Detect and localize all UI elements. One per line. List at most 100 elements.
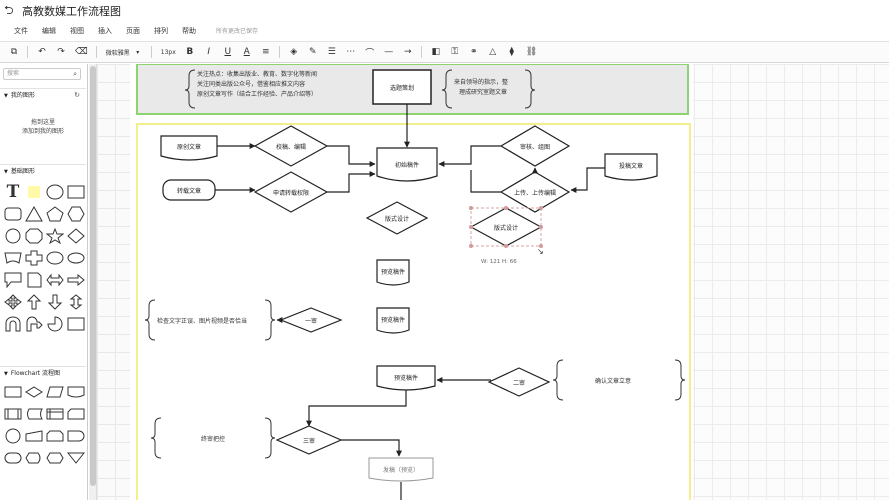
process-container[interactable] [136, 123, 691, 500]
redo-icon[interactable]: ↷ [57, 47, 65, 57]
section-basic-shapes[interactable]: ▼基础图形 [0, 164, 86, 177]
resize-handle-ml[interactable] [469, 225, 473, 229]
back-arrow-icon[interactable]: ⮌ [4, 2, 14, 17]
resize-handle-mr[interactable] [539, 225, 543, 229]
search-icon[interactable]: ⌕ [73, 70, 77, 78]
line-start-icon[interactable]: — [384, 47, 394, 57]
database-shape-icon[interactable] [3, 426, 23, 446]
preview-draft-1-node[interactable] [376, 259, 410, 286]
pie-shape-icon[interactable] [45, 314, 65, 334]
second-review-decision[interactable] [487, 367, 551, 397]
rectangle-shape-icon[interactable] [66, 182, 86, 202]
merge-shape-icon[interactable] [66, 448, 86, 468]
topic-planning-box[interactable] [372, 69, 432, 105]
resize-handle-bm[interactable] [504, 244, 508, 248]
data-shape-icon[interactable] [45, 382, 65, 402]
cross-arrow-shape-icon[interactable] [3, 292, 23, 312]
bent-arrow-shape-icon[interactable] [24, 314, 44, 334]
link-icon[interactable]: ⚭ [469, 47, 478, 57]
triangle-shape-icon[interactable] [24, 204, 44, 224]
document-shape-icon[interactable] [24, 270, 44, 290]
pentagon-shape-icon[interactable] [45, 204, 65, 224]
down-arrow-shape-icon[interactable] [45, 292, 65, 312]
hexagon-shape-icon[interactable] [66, 204, 86, 224]
initial-draft-node[interactable] [376, 147, 438, 182]
connector-curve-icon[interactable]: ⌒ [365, 48, 375, 59]
doc-shape-icon[interactable] [66, 382, 86, 402]
octagon-shape-icon[interactable] [24, 226, 44, 246]
ribbon-shape-icon[interactable] [3, 248, 23, 268]
scrollbar-thumb[interactable] [90, 66, 96, 486]
lock-icon[interactable]: ⚿ [451, 47, 459, 57]
display-shape-icon[interactable] [24, 448, 44, 468]
resize-handle-tl[interactable] [469, 206, 473, 210]
chevron-down-icon[interactable]: ▾ [136, 48, 140, 56]
preview-draft-2-node[interactable] [376, 307, 410, 334]
oval-shape-icon[interactable] [66, 248, 86, 268]
upload-decision[interactable] [499, 171, 571, 213]
u-turn-shape-icon[interactable] [3, 314, 23, 334]
italic-button[interactable]: I [207, 47, 211, 57]
loop-limit-shape-icon[interactable] [45, 426, 65, 446]
menu-page[interactable]: 页面 [126, 26, 140, 35]
publish-node[interactable] [368, 457, 434, 482]
preparation-shape-icon[interactable] [45, 448, 65, 468]
ellipse-shape-icon[interactable] [45, 182, 65, 202]
font-family-select[interactable]: 微软雅黑 [105, 49, 130, 57]
resize-handle-tm[interactable] [504, 206, 508, 210]
line-color-icon[interactable]: ✎ [308, 47, 317, 57]
submitted-article-node[interactable] [604, 153, 658, 181]
card-shape-icon[interactable] [66, 404, 86, 424]
preview-draft-3-node[interactable] [376, 365, 436, 391]
menu-file[interactable]: 文件 [14, 26, 28, 35]
font-color-button[interactable]: A [243, 47, 250, 57]
layout-design-decision[interactable] [365, 201, 429, 235]
circle-shape-icon[interactable] [3, 226, 23, 246]
internal-storage-shape-icon[interactable] [45, 404, 65, 424]
document-title[interactable]: 高教数媒工作流程图 [22, 5, 121, 18]
callout-shape-icon[interactable] [3, 270, 23, 290]
rounded-rect-shape-icon[interactable] [3, 204, 23, 224]
shape-search-input[interactable]: 搜索 ⌕ [3, 68, 81, 80]
third-review-decision[interactable] [275, 425, 343, 455]
proofread-decision[interactable] [253, 125, 329, 167]
bold-button[interactable]: B [186, 47, 194, 57]
resize-handle-bl[interactable] [469, 244, 473, 248]
original-article-node[interactable] [160, 135, 218, 161]
star-shape-icon[interactable] [45, 226, 65, 246]
predefined-shape-icon[interactable] [3, 404, 23, 424]
menu-help[interactable]: 帮助 [182, 26, 196, 35]
section-my-shapes[interactable]: ▼我的图形 ↻ [0, 88, 86, 101]
resize-handle-br[interactable] [539, 244, 543, 248]
cross-shape-icon[interactable] [24, 248, 44, 268]
sidebar-scrollbar[interactable] [89, 64, 97, 500]
flowchart-diagram[interactable]: 关注热点：收集出版业、教育、数字化等新闻 关注同类出版公众号，借鉴相应推文内容 … [97, 64, 889, 500]
line-width-icon[interactable]: ☰ [327, 47, 336, 57]
arrow-end-icon[interactable]: → [403, 47, 412, 57]
note-shape-icon[interactable] [24, 182, 44, 202]
arrange-front-icon[interactable]: ◧ [431, 47, 440, 57]
text-shape-icon[interactable]: T [6, 182, 20, 202]
cloud-shape-icon[interactable] [45, 248, 65, 268]
review-decision[interactable] [499, 125, 571, 167]
clear-format-icon[interactable]: ⌫ [75, 47, 88, 57]
format-painter-icon[interactable]: ⧉ [10, 47, 18, 57]
resize-handle-tr[interactable] [539, 206, 543, 210]
frame-shape-icon[interactable] [66, 314, 86, 334]
warning-icon[interactable]: △ [489, 47, 497, 57]
process-shape-icon[interactable] [3, 382, 23, 402]
diamond-shape-icon[interactable] [66, 226, 86, 246]
scratchpad-drop-area[interactable]: 拖到这里 添加到我的图形 [0, 118, 86, 136]
decision-shape-icon[interactable] [24, 382, 44, 402]
section-flowchart[interactable]: ▼Flowchart 流程图 [0, 366, 86, 379]
delay-shape-icon[interactable] [66, 426, 86, 446]
up-arrow-shape-icon[interactable] [24, 292, 44, 312]
undo-icon[interactable]: ↶ [38, 47, 46, 57]
manual-input-shape-icon[interactable] [24, 426, 44, 446]
diagram-canvas[interactable]: 关注热点：收集出版业、教育、数字化等新闻 关注同类出版公众号，借鉴相应推文内容 … [97, 64, 889, 500]
reprint-permission-decision[interactable] [253, 171, 329, 213]
underline-button[interactable]: U [224, 47, 232, 57]
storage-shape-icon[interactable] [24, 404, 44, 424]
terminator-shape-icon[interactable] [3, 448, 23, 468]
double-arrow-shape-icon[interactable] [45, 270, 65, 290]
